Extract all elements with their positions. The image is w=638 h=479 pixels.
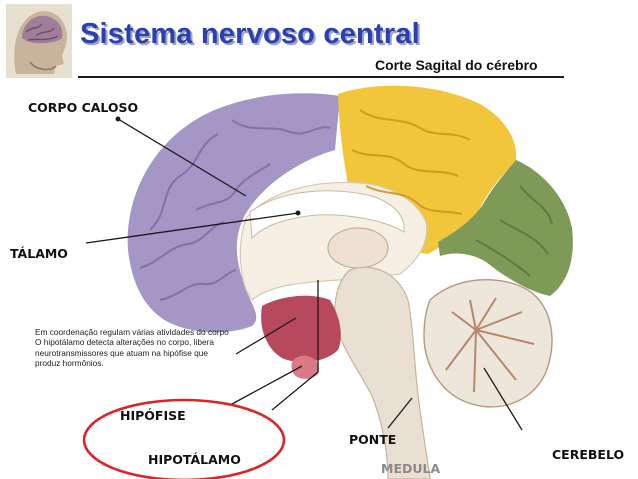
cerebellum [423, 279, 553, 408]
pituitary [291, 355, 319, 379]
title-underline [78, 76, 564, 78]
label-hipofise: HIPÓFISE [120, 408, 186, 423]
note-line-2: O hipotálamo detecta alterações no corpo… [35, 337, 214, 368]
occipital-lobe [438, 160, 573, 296]
page-title: Sistema nervoso central [80, 18, 420, 50]
brain-head-logo-icon [6, 4, 72, 78]
page-subtitle: Corte Sagital do cérebro [375, 57, 538, 73]
leader-note [235, 317, 297, 355]
frontal-lobe [127, 93, 340, 333]
label-hipotalamo: HIPOTÁLAMO [148, 452, 241, 467]
label-ponte: PONTE [349, 432, 397, 447]
brainstem [334, 266, 431, 479]
corpus-callosum [249, 190, 405, 240]
note-line-1: Em coordenação regulam várias atividades… [35, 327, 229, 337]
highlight-ellipse [82, 398, 286, 479]
cerebellum-arbor [445, 297, 535, 393]
label-medula: MEDULA [381, 461, 441, 476]
leader-hipotalamo [271, 371, 319, 411]
leader-ponte [387, 397, 413, 429]
label-talamo: TÁLAMO [10, 246, 68, 261]
leader-corpo-caloso [117, 118, 247, 197]
leader-cerebelo [483, 367, 523, 431]
leader-hipofise [231, 365, 303, 405]
thalamus [327, 227, 389, 269]
hypothalamus-region [261, 295, 341, 363]
label-corpo-caloso: CORPO CALOSO [28, 100, 139, 115]
leader-talamo [85, 212, 299, 244]
label-cerebelo: CEREBELO [552, 447, 625, 462]
explanatory-note: Em coordenação regulam várias atividades… [35, 327, 235, 368]
